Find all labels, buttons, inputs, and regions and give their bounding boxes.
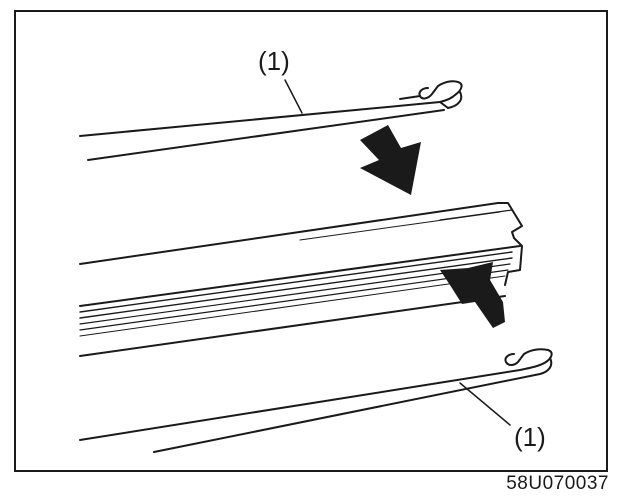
figure-frame (14, 10, 608, 472)
arrow-down-icon (360, 125, 421, 195)
lower-insert-part (79, 348, 553, 453)
callout-label-lower: (1) (514, 422, 546, 452)
blade-bottom-edge (79, 295, 506, 357)
upper-insert-hook (399, 95, 449, 109)
blade-top-edge (79, 202, 499, 265)
arrow-up-icon (440, 262, 505, 328)
figure-code: 58U070037 (506, 473, 609, 494)
upper-insert-part (79, 80, 463, 161)
blade-groove-3 (79, 263, 511, 325)
lower-leader-line (459, 382, 511, 426)
lower-insert-outline (79, 348, 553, 441)
blade-groove-4 (79, 269, 509, 331)
blade-groove-5 (79, 275, 506, 337)
blade-front-face (79, 245, 521, 307)
blade-end-outline (497, 202, 523, 286)
callout-label-upper: (1) (258, 46, 290, 76)
lower-insert-bottom (153, 357, 553, 453)
blade-ridge-2 (299, 211, 501, 241)
blade-holder (79, 202, 523, 357)
upper-leader-line (284, 79, 303, 114)
blade-groove-1 (79, 251, 513, 313)
blade-groove-2 (79, 257, 513, 319)
